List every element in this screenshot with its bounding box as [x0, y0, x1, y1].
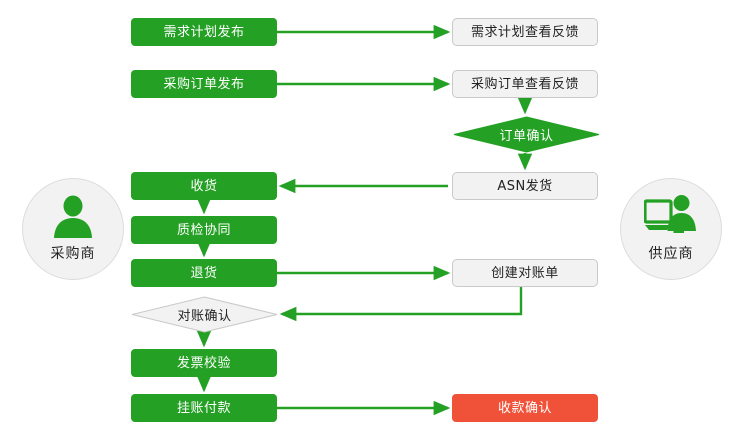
node-n3-label: 采购订单发布 — [163, 76, 245, 92]
node-n4-label: 采购订单查看反馈 — [470, 76, 579, 92]
node-n14[interactable]: 收款确认 — [452, 394, 598, 422]
node-n11[interactable]: 对账确认 — [131, 296, 278, 333]
node-n11-label: 对账确认 — [177, 309, 232, 324]
person-icon — [50, 195, 96, 239]
person-at-computer-icon — [643, 195, 698, 239]
node-n13[interactable]: 挂账付款 — [131, 394, 277, 422]
actor-supplier: 供应商 — [620, 178, 722, 280]
diamond-shape — [453, 116, 600, 153]
node-n9[interactable]: 退货 — [131, 259, 277, 287]
node-n12[interactable]: 发票校验 — [131, 349, 277, 377]
connector-n10-to-n11 — [279, 287, 523, 322]
node-n2-label: 需求计划查看反馈 — [470, 24, 579, 40]
actor-buyer-label: 采购商 — [50, 246, 96, 262]
actor-supplier-label: 供应商 — [648, 246, 694, 262]
node-n6-label: ASN发货 — [497, 178, 553, 194]
node-n13-label: 挂账付款 — [176, 400, 231, 416]
node-n12-label: 发票校验 — [176, 355, 231, 371]
node-n7[interactable]: 收货 — [131, 172, 277, 200]
node-n7-label: 收货 — [190, 178, 218, 194]
node-n10-label: 创建对账单 — [491, 265, 559, 281]
node-n4[interactable]: 采购订单查看反馈 — [452, 70, 598, 98]
node-n6[interactable]: ASN发货 — [452, 172, 598, 200]
node-n5[interactable]: 订单确认 — [453, 116, 600, 153]
node-n9-label: 退货 — [190, 265, 218, 281]
node-n1-label: 需求计划发布 — [163, 24, 245, 40]
node-n14-label: 收款确认 — [497, 400, 552, 416]
node-n8[interactable]: 质检协同 — [131, 216, 277, 244]
actor-buyer: 采购商 — [22, 178, 124, 280]
node-n5-label: 订单确认 — [499, 129, 554, 144]
node-n1[interactable]: 需求计划发布 — [131, 18, 277, 46]
node-n8-label: 质检协同 — [176, 222, 231, 238]
node-n10[interactable]: 创建对账单 — [452, 259, 598, 287]
node-n2[interactable]: 需求计划查看反馈 — [452, 18, 598, 46]
node-n3[interactable]: 采购订单发布 — [131, 70, 277, 98]
node-n5-shape — [453, 116, 600, 153]
